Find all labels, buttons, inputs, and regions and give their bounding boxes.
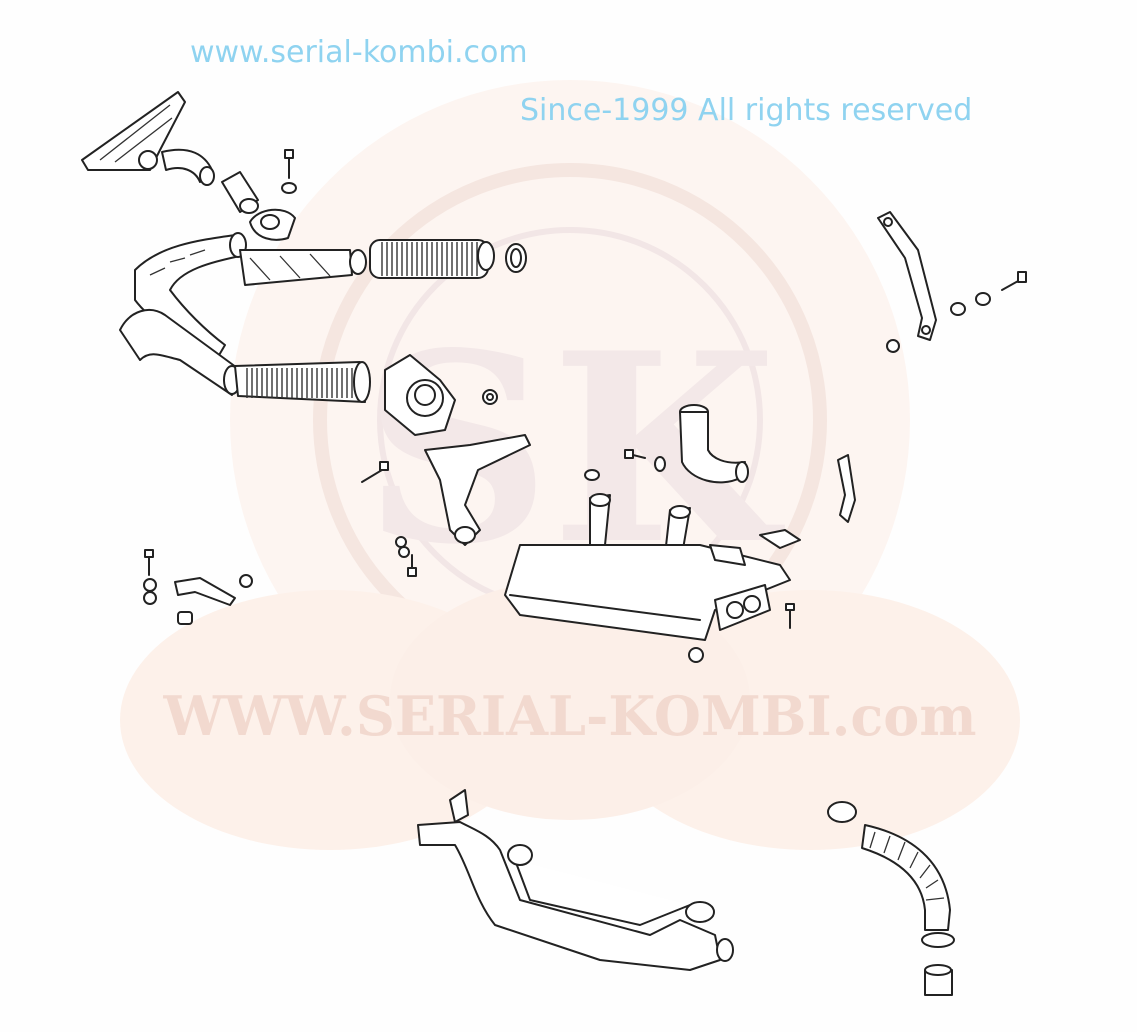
bracket-right-small: [837, 454, 856, 523]
tailpipe-assembly: [417, 789, 734, 971]
muffler: [504, 493, 801, 641]
pipe-elbow: [679, 404, 749, 484]
fasteners-top-right: [886, 271, 1027, 353]
bracket-top-right: [877, 211, 937, 341]
small-fasteners-mid: [584, 449, 666, 481]
nut-muffler: [688, 647, 704, 663]
watermark-logo-text: WWW.SERIAL-KOMBI.com: [163, 684, 977, 748]
bolt-center-left: [361, 461, 389, 483]
elbow-hose-small: [161, 148, 215, 186]
y-hose-assembly: [119, 232, 353, 396]
bolt-muffler: [785, 603, 795, 629]
flexible-hose-right: [827, 801, 955, 996]
bellows-upper: [349, 239, 495, 279]
bolt-with-washer: [281, 149, 297, 194]
bellows-lower: [223, 361, 371, 403]
watermark-url-text: www.serial-kombi.com: [190, 35, 528, 70]
hose-sleeve: [221, 171, 259, 214]
heat-exchanger-box: [384, 354, 456, 436]
pipe-bracket-center: [424, 434, 531, 546]
small-fasteners-center: [395, 536, 417, 577]
hose-clamp-bellows: [505, 243, 527, 273]
fasteners-left-cluster: [143, 549, 253, 625]
air-intake-funnel: [81, 91, 186, 171]
nut-center: [482, 389, 498, 405]
hose-clamp-upper: [249, 208, 296, 241]
watermark-rights-text: Since-1999 All rights reserved: [520, 93, 972, 128]
